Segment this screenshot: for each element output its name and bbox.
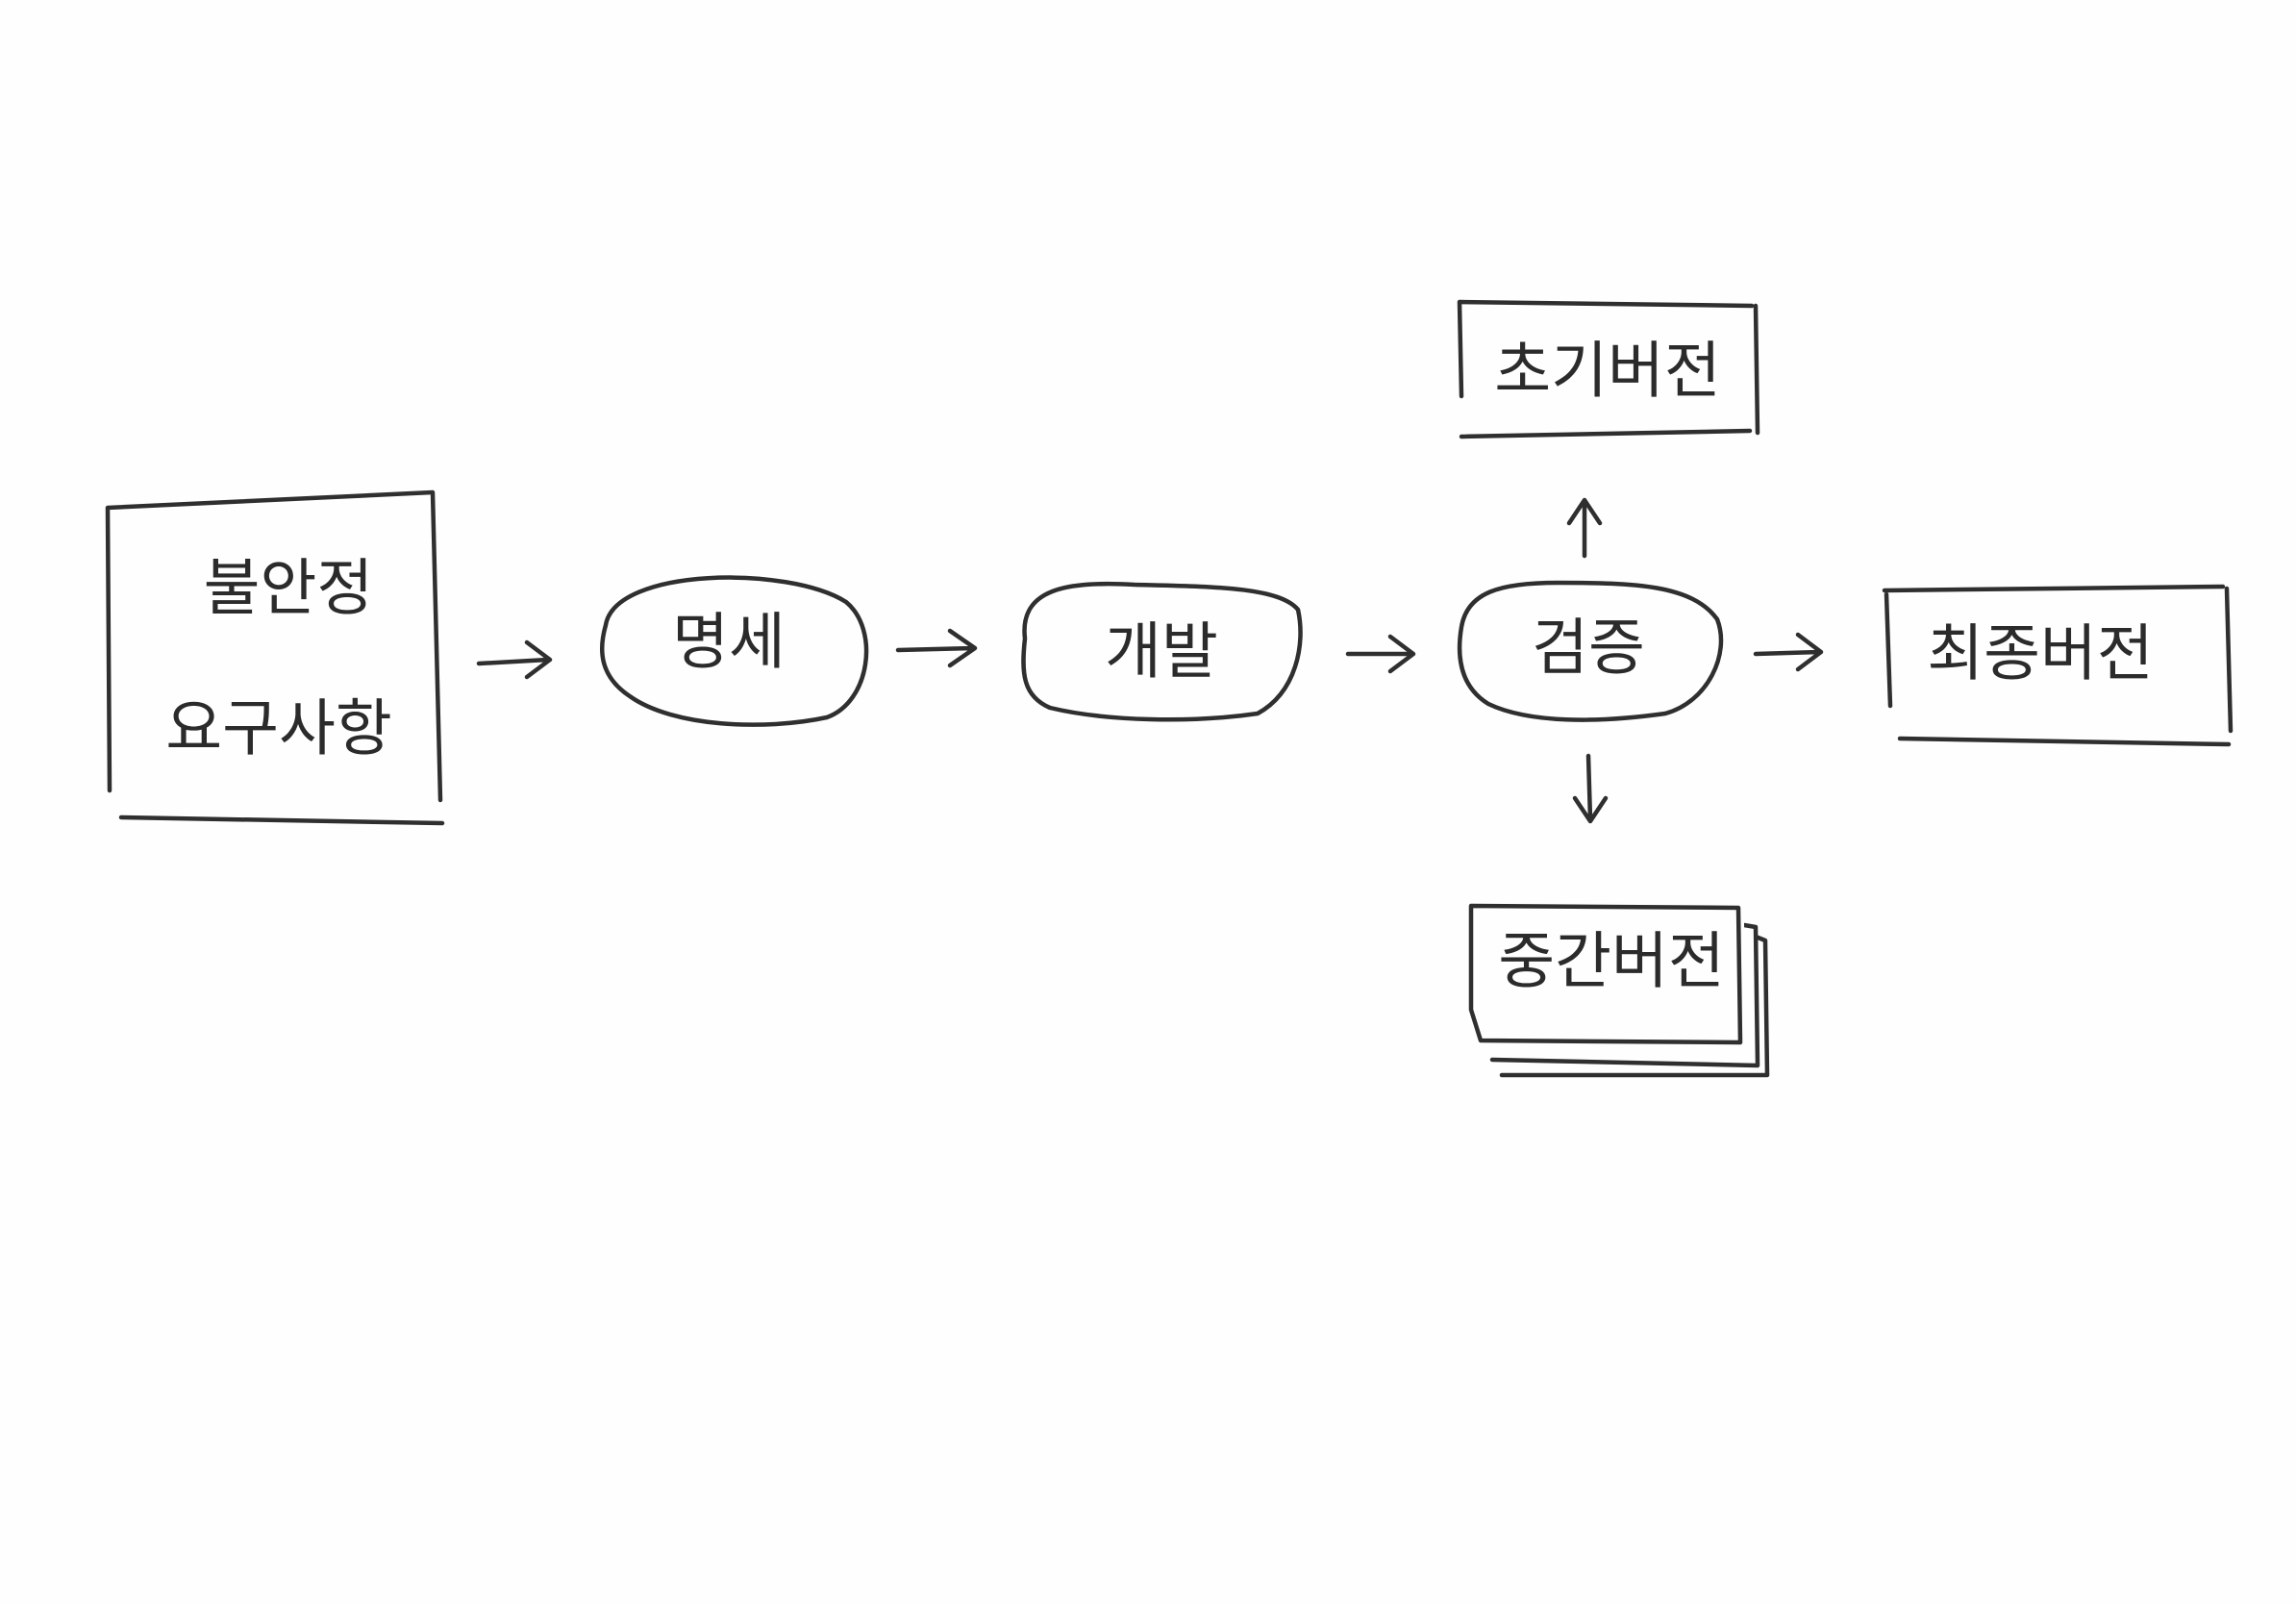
node-final-version: 최종버전 [1882,584,2234,747]
development-oval [1021,581,1303,722]
specification-label: 명세 [672,608,786,679]
arrow-verify-to-final [1753,632,1824,672]
arrow-verify-to-intermediate [1572,753,1609,824]
node-development: 개발 [1021,581,1303,722]
verification-label: 검증 [1532,614,1645,685]
unstable-requirements-line1: 불안정 [204,554,374,625]
arrow-verify-to-initial [1566,497,1603,559]
specification-oval [599,575,869,727]
final-version-label: 최종버전 [1927,619,2154,690]
intermediate-version-label: 중간버전 [1498,927,1725,998]
verification-oval [1457,580,1724,722]
intermediate-sheet-front-fill [1471,908,1744,1042]
final-version-box [1882,584,2234,747]
arrow-spec-to-dev [895,628,978,668]
node-initial-version: 초기버전 [1457,299,1760,439]
unstable-requirements-line2: 요구사항 [165,694,392,765]
arrow-requirements-to-spec [476,639,553,680]
arrow-dev-to-verify [1345,634,1416,674]
development-label: 개발 [1105,617,1218,689]
node-verification: 검증 [1457,580,1724,722]
initial-version-label: 초기버전 [1494,337,1721,408]
initial-version-box [1457,299,1760,439]
intermediate-sheet-back [1499,934,1770,1078]
node-specification: 명세 [599,575,869,727]
unstable-requirements-box [105,489,445,826]
node-unstable-requirements: 불안정 요구사항 [105,489,445,826]
intermediate-sheet-front [1468,903,1743,1045]
intermediate-sheet-middle [1489,922,1760,1068]
node-intermediate-version: 중간버전 [1468,903,1770,1078]
